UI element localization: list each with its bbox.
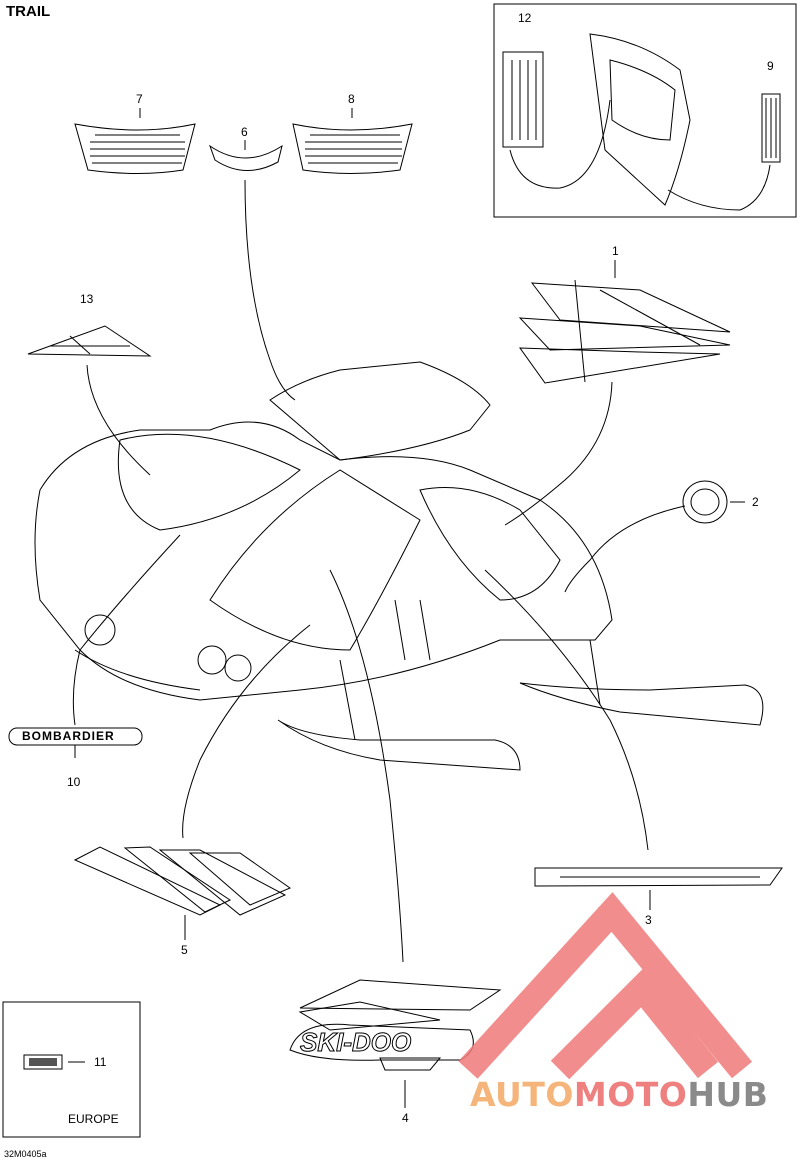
- skidoo-decal-text: SKI-DOO: [299, 1027, 412, 1058]
- callout-6: 6: [241, 125, 248, 139]
- inset-box-europe: [2, 1001, 141, 1138]
- decal-1: [518, 279, 731, 384]
- decal-3: [534, 867, 783, 887]
- watermark-text: AUTOMOTOHUB: [470, 1075, 768, 1114]
- drawing-code: 32M0405a: [4, 1149, 47, 1159]
- console-part: [589, 33, 691, 206]
- decal-8: [292, 123, 413, 174]
- decal-9: [761, 93, 781, 163]
- snowmobile: [34, 361, 764, 771]
- decal-11: [23, 1054, 63, 1070]
- decal-12: [502, 51, 544, 148]
- watermark-logo: [458, 892, 753, 1080]
- callout-9: 9: [767, 59, 774, 73]
- callout-8: 8: [348, 92, 355, 106]
- watermark-auto: AUTO: [470, 1075, 574, 1114]
- watermark-hub: HUB: [687, 1075, 769, 1114]
- decal-5: [73, 846, 292, 916]
- callout-3: 3: [645, 913, 652, 927]
- decal-2: [682, 480, 728, 524]
- callout-13: 13: [80, 292, 94, 306]
- decal-6: [209, 144, 283, 171]
- callout-11: 11: [94, 1055, 107, 1069]
- callout-1: 1: [612, 244, 619, 258]
- callout-10: 10: [67, 775, 81, 789]
- decal-7: [74, 123, 196, 174]
- europe-label: EUROPE: [68, 1112, 119, 1126]
- callout-7: 7: [136, 92, 143, 106]
- decal-13: [27, 325, 152, 357]
- leader-lines: [68, 108, 745, 1108]
- inset-box-top: [493, 3, 797, 218]
- callout-5: 5: [181, 943, 188, 957]
- callout-2: 2: [752, 495, 759, 509]
- decal-10: [8, 727, 143, 746]
- watermark-moto: MOTO: [573, 1075, 688, 1114]
- page-title: TRAIL: [6, 3, 51, 20]
- callout-12: 12: [518, 11, 532, 25]
- bombardier-decal-text: BOMBARDIER: [22, 729, 115, 743]
- callout-4: 4: [402, 1111, 409, 1125]
